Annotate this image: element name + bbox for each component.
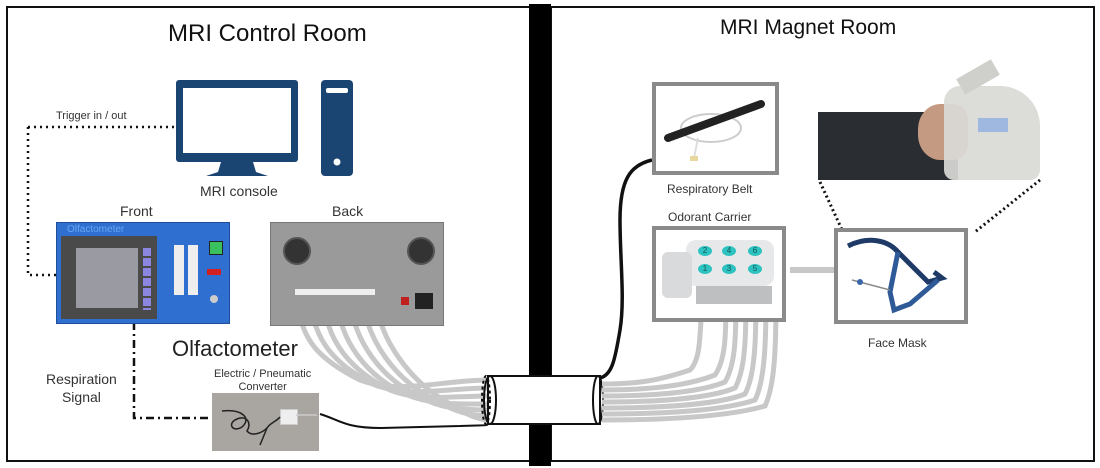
carrier-port-4: 4	[722, 246, 736, 256]
carrier-port-3: 3	[722, 264, 736, 274]
carrier-mask-connector	[790, 267, 834, 273]
respiration-signal-line	[132, 322, 222, 420]
back-switch	[401, 297, 409, 305]
carrier-manifold	[696, 286, 772, 304]
olfactometer-label: Olfactometer	[172, 336, 298, 361]
wall-conduit	[481, 375, 604, 425]
device-brand-label: Olfactometer	[67, 224, 125, 235]
control-room-title: MRI Control Room	[168, 20, 367, 47]
face-mask-label: Face Mask	[868, 336, 927, 350]
odorant-carrier-frame: 2 4 6 1 3 5	[652, 226, 786, 322]
touchscreen	[76, 248, 138, 308]
tube-bundle-right	[601, 297, 779, 423]
magnet-room-title: MRI Magnet Room	[720, 16, 897, 39]
respiratory-belt-frame	[652, 82, 779, 175]
mri-console	[176, 80, 366, 180]
flowmeter-1	[174, 245, 184, 295]
respiration-signal-label: Respiration Signal	[46, 370, 117, 406]
face-mask-frame	[834, 228, 968, 324]
back-label: Back	[332, 203, 364, 219]
console-label: MRI console	[200, 183, 278, 199]
carrier-port-1: 1	[698, 264, 712, 274]
converter-photo	[212, 393, 319, 451]
face-mask-image	[846, 237, 948, 314]
power-switch	[209, 241, 223, 255]
warning-light	[207, 269, 221, 275]
belt-cable	[599, 158, 653, 380]
power-inlet	[415, 293, 433, 309]
respiration-label-line2: Signal	[61, 389, 101, 405]
screen-buttons	[143, 248, 151, 310]
carrier-side-module	[662, 252, 692, 298]
olfactometer-back-panel	[270, 222, 444, 326]
converter-box	[280, 409, 298, 425]
respiratory-belt-image	[664, 100, 765, 161]
converter-label-line2: Converter	[238, 381, 287, 393]
fan-left-icon	[283, 237, 311, 265]
port-strip	[295, 289, 375, 295]
flowmeter-2	[188, 245, 198, 295]
respiratory-belt-label: Respiratory Belt	[667, 182, 753, 196]
converter-cable	[319, 413, 489, 430]
control-knob	[210, 295, 218, 303]
zoom-line-left	[818, 181, 845, 233]
patient-photo	[818, 59, 1040, 180]
carrier-port-5: 5	[748, 264, 762, 274]
monitor-icon	[176, 80, 353, 176]
trigger-label: Trigger in / out	[56, 110, 127, 122]
respiration-label-line1: Respiration	[46, 371, 117, 387]
shielding-wall	[529, 4, 551, 466]
head-coil	[944, 86, 1040, 180]
carrier-port-2: 2	[698, 246, 712, 256]
olfactometer-front-panel: Olfactometer	[56, 222, 230, 324]
zoom-line-right	[974, 178, 1041, 234]
coil-window	[978, 118, 1008, 132]
carrier-port-6: 6	[748, 246, 762, 256]
magnet-room-panel	[550, 6, 1095, 462]
tube-bundle-left	[295, 299, 491, 423]
fan-right-icon	[407, 237, 435, 265]
converter-label-line1: Electric / Pneumatic	[214, 368, 312, 380]
converter-label: Electric / Pneumatic Converter	[214, 368, 311, 394]
trigger-line-vertical	[26, 127, 58, 277]
front-label: Front	[120, 203, 153, 219]
converter-cable-coil	[221, 409, 317, 446]
touchscreen-bezel	[61, 236, 157, 319]
odorant-carrier-label: Odorant Carrier	[668, 210, 752, 224]
